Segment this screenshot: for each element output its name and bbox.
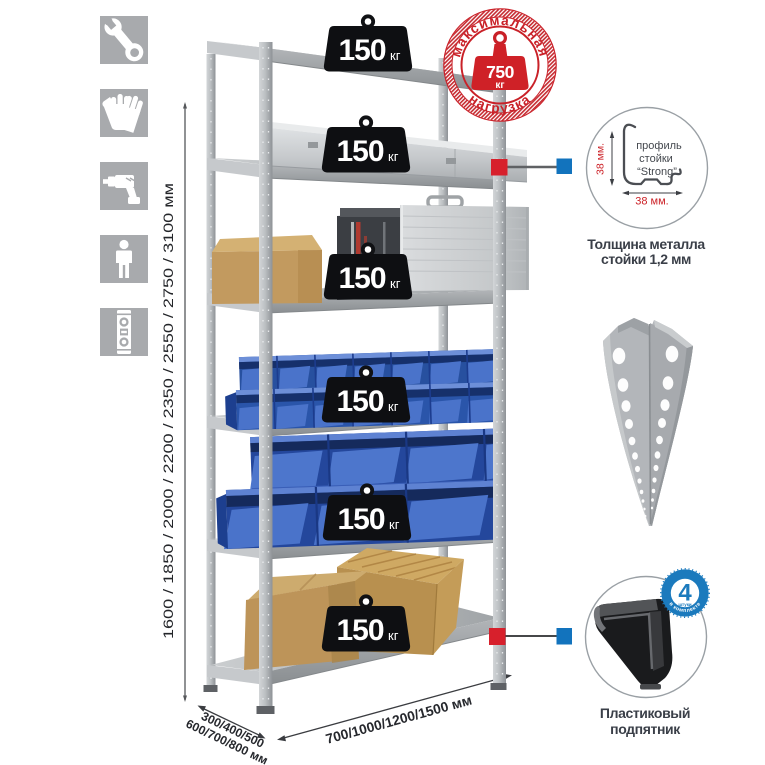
svg-text:4: 4 (678, 580, 692, 607)
svg-text:“Strong”: “Strong” (637, 166, 677, 178)
svg-text:1600 / 1850 / 2000 / 2200 / 23: 1600 / 1850 / 2000 / 2200 / 2350 / 2550 … (160, 183, 176, 639)
svg-text:кг: кг (495, 80, 504, 91)
svg-text:750: 750 (486, 62, 514, 82)
svg-text:штуки: штуки (678, 602, 692, 607)
svg-text:38 мм.: 38 мм. (595, 143, 607, 175)
svg-text:подпятник: подпятник (610, 721, 681, 737)
svg-text:Пластиковый: Пластиковый (600, 705, 690, 721)
svg-text:профиль: профиль (636, 140, 682, 152)
svg-text:стойки 1,2 мм: стойки 1,2 мм (601, 251, 691, 267)
svg-text:Толщина металла: Толщина металла (587, 236, 705, 252)
svg-text:стойки: стойки (639, 153, 673, 165)
svg-text:38 мм.: 38 мм. (635, 196, 668, 208)
